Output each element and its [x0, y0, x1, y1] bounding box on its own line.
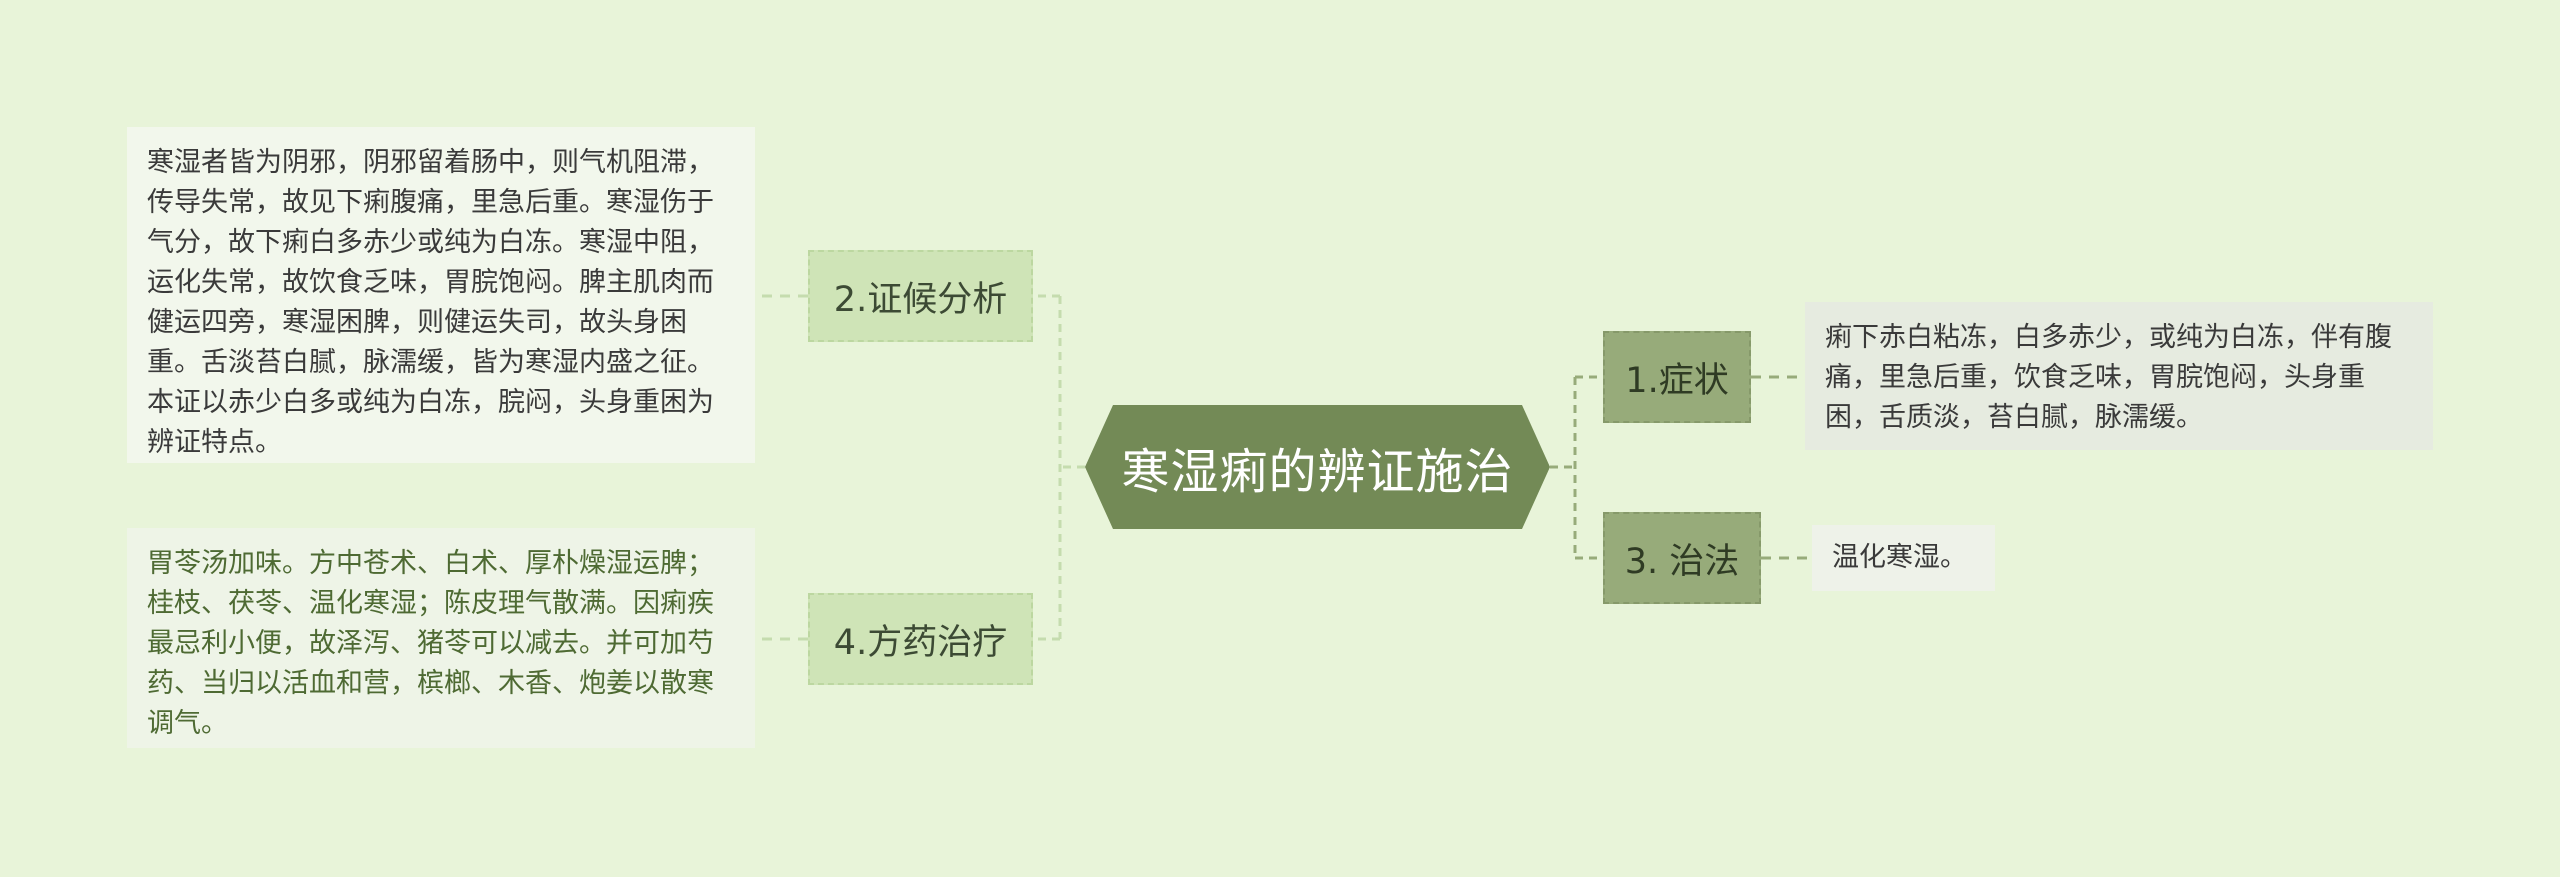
branch-fangyao-zhiliao[interactable]: 4.方药治疗	[808, 593, 1033, 685]
branch-zhengzhuang[interactable]: 1.症状	[1603, 331, 1751, 423]
branch-zhifa[interactable]: 3. 治法	[1603, 512, 1761, 604]
leaf-zhifa-detail[interactable]: 温化寒湿。	[1812, 525, 1995, 591]
center-topic[interactable]: 寒湿痢的辨证施治	[1085, 405, 1550, 529]
connector-right-trunk	[1550, 377, 1577, 558]
branch-zhifa-label: 3. 治法	[1624, 541, 1740, 582]
leaf-zhengzhuang-detail[interactable]: 痢下赤白粘冻，白多赤少，或纯为白冻，伴有腹痛，里急后重，饮食乏味，胃脘饱闷，头身…	[1805, 302, 2433, 450]
center-hexagon-shape	[1085, 405, 1550, 529]
leaf-zhengzhuang-text: 痢下赤白粘冻，白多赤少，或纯为白冻，伴有腹痛，里急后重，饮食乏味，胃脘饱闷，头身…	[1825, 322, 2392, 433]
connector-left-trunk	[1058, 296, 1085, 639]
leaf-zhenghou-detail[interactable]: 寒湿者皆为阴邪，阴邪留着肠中，则气机阻滞，传导失常，故见下痢腹痛，里急后重。寒湿…	[127, 127, 755, 463]
branch-zhenghou-fenxi[interactable]: 2.证候分析	[808, 250, 1033, 342]
center-topic-label: 寒湿痢的辨证施治	[1121, 444, 1514, 500]
branch-fangyao-label: 4.方药治疗	[833, 622, 1008, 663]
branch-zhengzhuang-label: 1.症状	[1625, 360, 1729, 401]
leaf-fangyao-detail[interactable]: 胃苓汤加味。方中苍术、白术、厚朴燥湿运脾；桂枝、茯苓、温化寒湿；陈皮理气散满。因…	[127, 528, 755, 748]
branch-zhenghou-label: 2.证候分析	[833, 279, 1008, 320]
leaf-zhenghou-text: 寒湿者皆为阴邪，阴邪留着肠中，则气机阻滞，传导失常，故见下痢腹痛，里急后重。寒湿…	[147, 147, 714, 458]
leaf-fangyao-text: 胃苓汤加味。方中苍术、白术、厚朴燥湿运脾；桂枝、茯苓、温化寒湿；陈皮理气散满。因…	[147, 548, 714, 739]
leaf-zhifa-text: 温化寒湿。	[1832, 542, 1967, 573]
